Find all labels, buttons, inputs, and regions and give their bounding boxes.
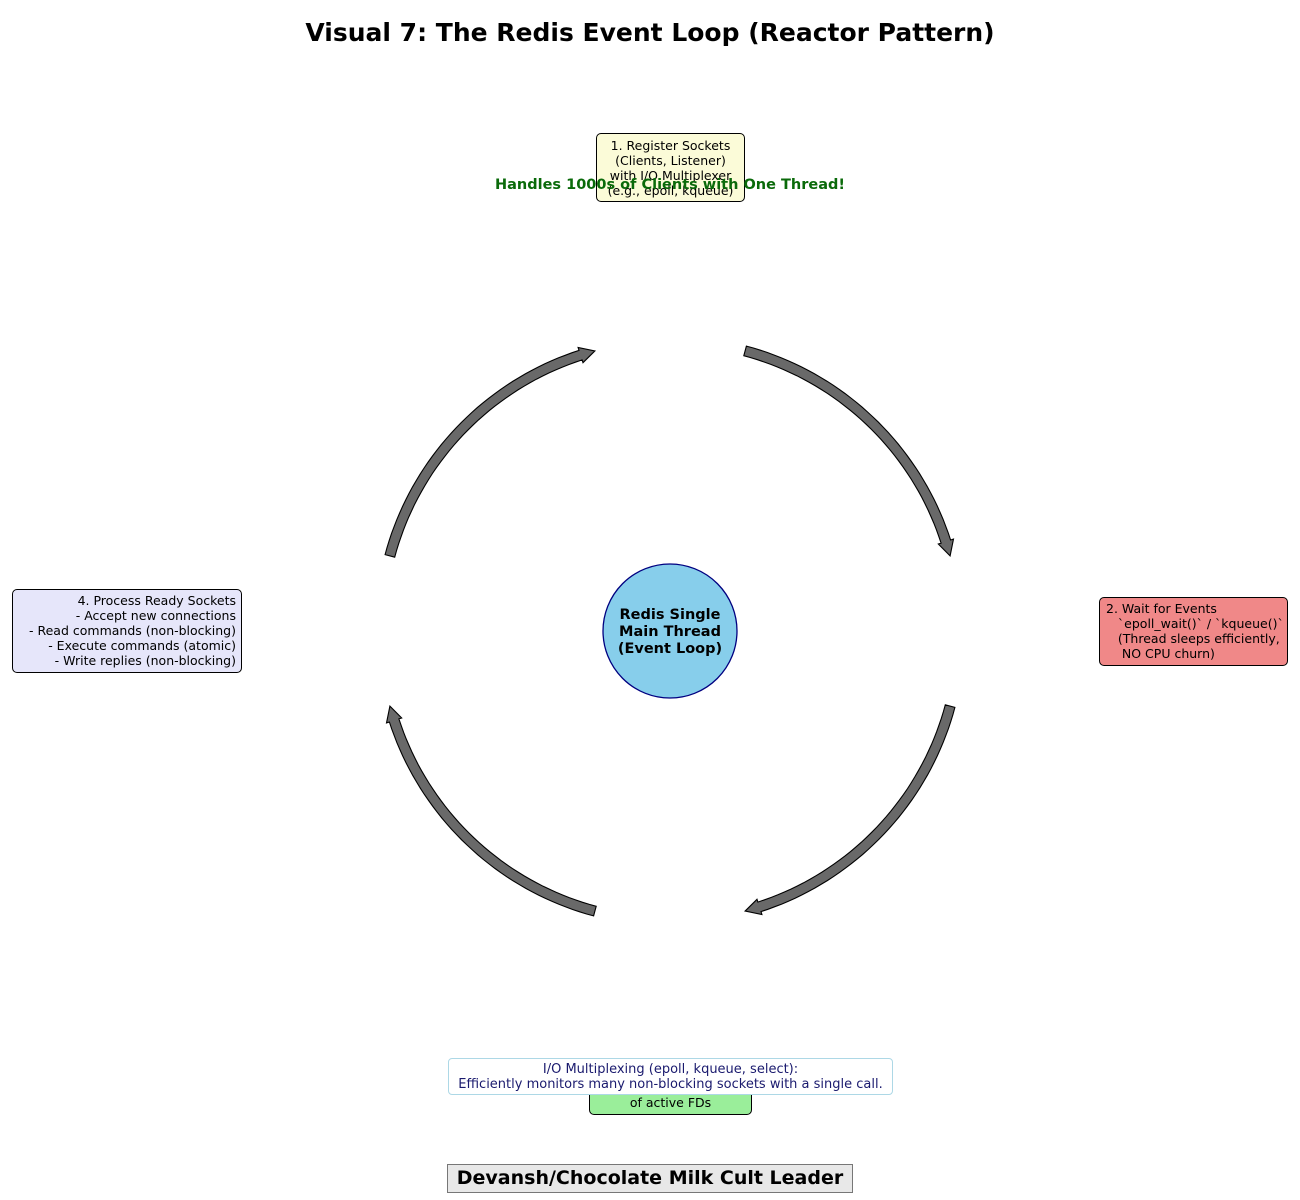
throughput-note: Handles 1000s of Clients with One Thread… [495,177,845,193]
step1-line-3: with I/O Multiplexer [609,168,732,183]
step2-line-1: 2. Wait for Events [1106,601,1217,616]
center-label-line-3: (Event Loop) [618,641,722,657]
center-label-line-2: Main Thread [619,624,721,640]
step4-line-2: - Accept new connections [75,608,236,623]
step1-line-2: (Clients, Listener) [615,153,726,168]
cycle-arrow-1 [743,345,955,558]
step-process-ready-sockets: 4. Process Ready Sockets - Accept new co… [12,589,242,673]
step4-line-3: - Read commands (non-blocking) [29,623,236,638]
step4-line-4: - Execute commands (atomic) [48,638,236,653]
step-wait-for-events: 2. Wait for Events `epoll_wait()` / `kqu… [1099,597,1288,666]
cycle-arrows [384,345,956,917]
step2-line-4: NO CPU churn) [1106,646,1215,661]
cycle-arrow-2 [743,704,956,916]
step3-line-1: of active FDs [629,1095,712,1110]
io-note-line-2: Efficiently monitors many non-blocking s… [458,1077,883,1092]
step2-line-3: (Thread sleeps efficiently, [1106,631,1280,646]
center-label-line-1: Redis Single [620,607,721,623]
center-node: Redis Single Main Thread (Event Loop) [602,563,738,699]
io-multiplexing-note: I/O Multiplexing (epoll, kqueue, select)… [448,1058,893,1095]
step1-line-1: 1. Register Sockets [610,138,731,153]
cycle-arrow-4 [384,346,597,558]
cycle-arrow-3 [385,704,597,917]
step1-line-4: (e.g., epoll, kqueue) [607,183,734,198]
io-note-line-1: I/O Multiplexing (epoll, kqueue, select)… [542,1062,799,1077]
diagram-title: Visual 7: The Redis Event Loop (Reactor … [305,18,995,47]
step2-line-2: `epoll_wait()` / `kqueue()` [1106,616,1284,631]
footer-credit: Devansh/Chocolate Milk Cult Leader [447,1164,853,1193]
step-register-sockets: 1. Register Sockets (Clients, Listener) … [596,133,745,202]
step4-line-1: 4. Process Ready Sockets [77,593,236,608]
step4-line-5: - Write replies (non-blocking) [54,653,236,668]
